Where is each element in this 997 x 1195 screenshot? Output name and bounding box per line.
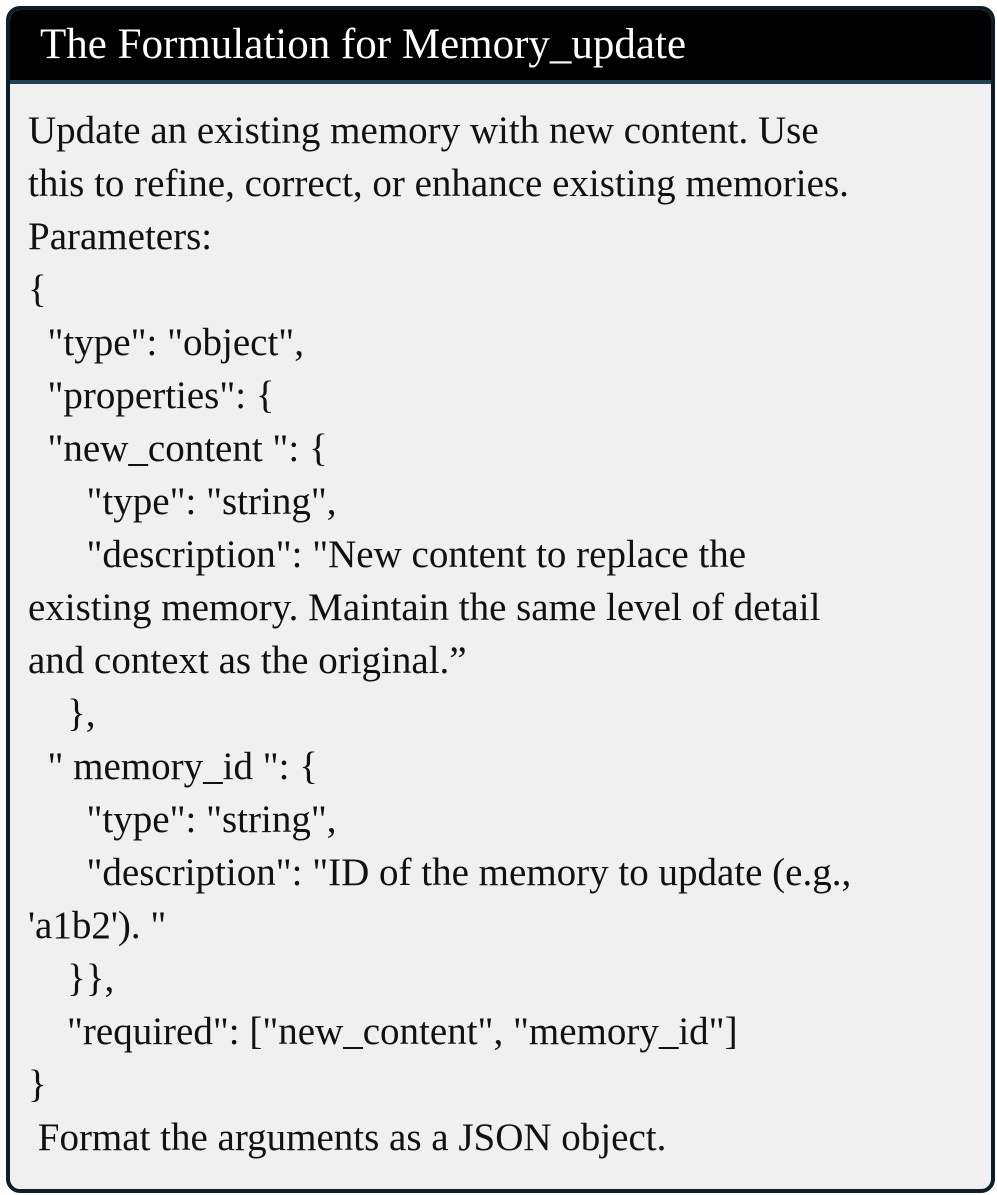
schema-line: { bbox=[28, 268, 47, 311]
format-instruction: Format the arguments as a JSON object. bbox=[28, 1116, 667, 1159]
schema-line: } bbox=[28, 1063, 47, 1106]
schema-line: " memory_id ": { bbox=[28, 745, 318, 788]
schema-line: "required": ["new_content", "memory_id"] bbox=[28, 1010, 738, 1053]
schema-line: 'a1b2'). " bbox=[28, 904, 167, 947]
schema-line: "new_content ": { bbox=[28, 427, 328, 470]
card-title: The Formulation for Memory_update bbox=[40, 21, 687, 68]
schema-line: existing memory. Maintain the same level… bbox=[28, 586, 821, 629]
schema-line: "description": "New content to replace t… bbox=[28, 533, 747, 576]
schema-line: "properties": { bbox=[28, 374, 275, 417]
schema-line: "type": "string", bbox=[28, 480, 337, 523]
schema-line: and context as the original.” bbox=[28, 639, 467, 682]
description-line-2: this to refine, correct, or enhance exis… bbox=[28, 162, 849, 205]
tool-definition-card: The Formulation for Memory_update Update… bbox=[6, 6, 995, 1193]
parameters-label: Parameters: bbox=[28, 215, 213, 258]
card-body: Update an existing memory with new conte… bbox=[10, 84, 991, 1164]
schema-line: }, bbox=[28, 692, 96, 735]
schema-line: "type": "string", bbox=[28, 798, 337, 841]
schema-line: }}, bbox=[28, 957, 115, 1000]
schema-line: "type": "object", bbox=[28, 321, 304, 364]
description-line-1: Update an existing memory with new conte… bbox=[28, 109, 819, 152]
card-header: The Formulation for Memory_update bbox=[10, 10, 991, 84]
schema-line: "description": "ID of the memory to upda… bbox=[28, 851, 852, 894]
